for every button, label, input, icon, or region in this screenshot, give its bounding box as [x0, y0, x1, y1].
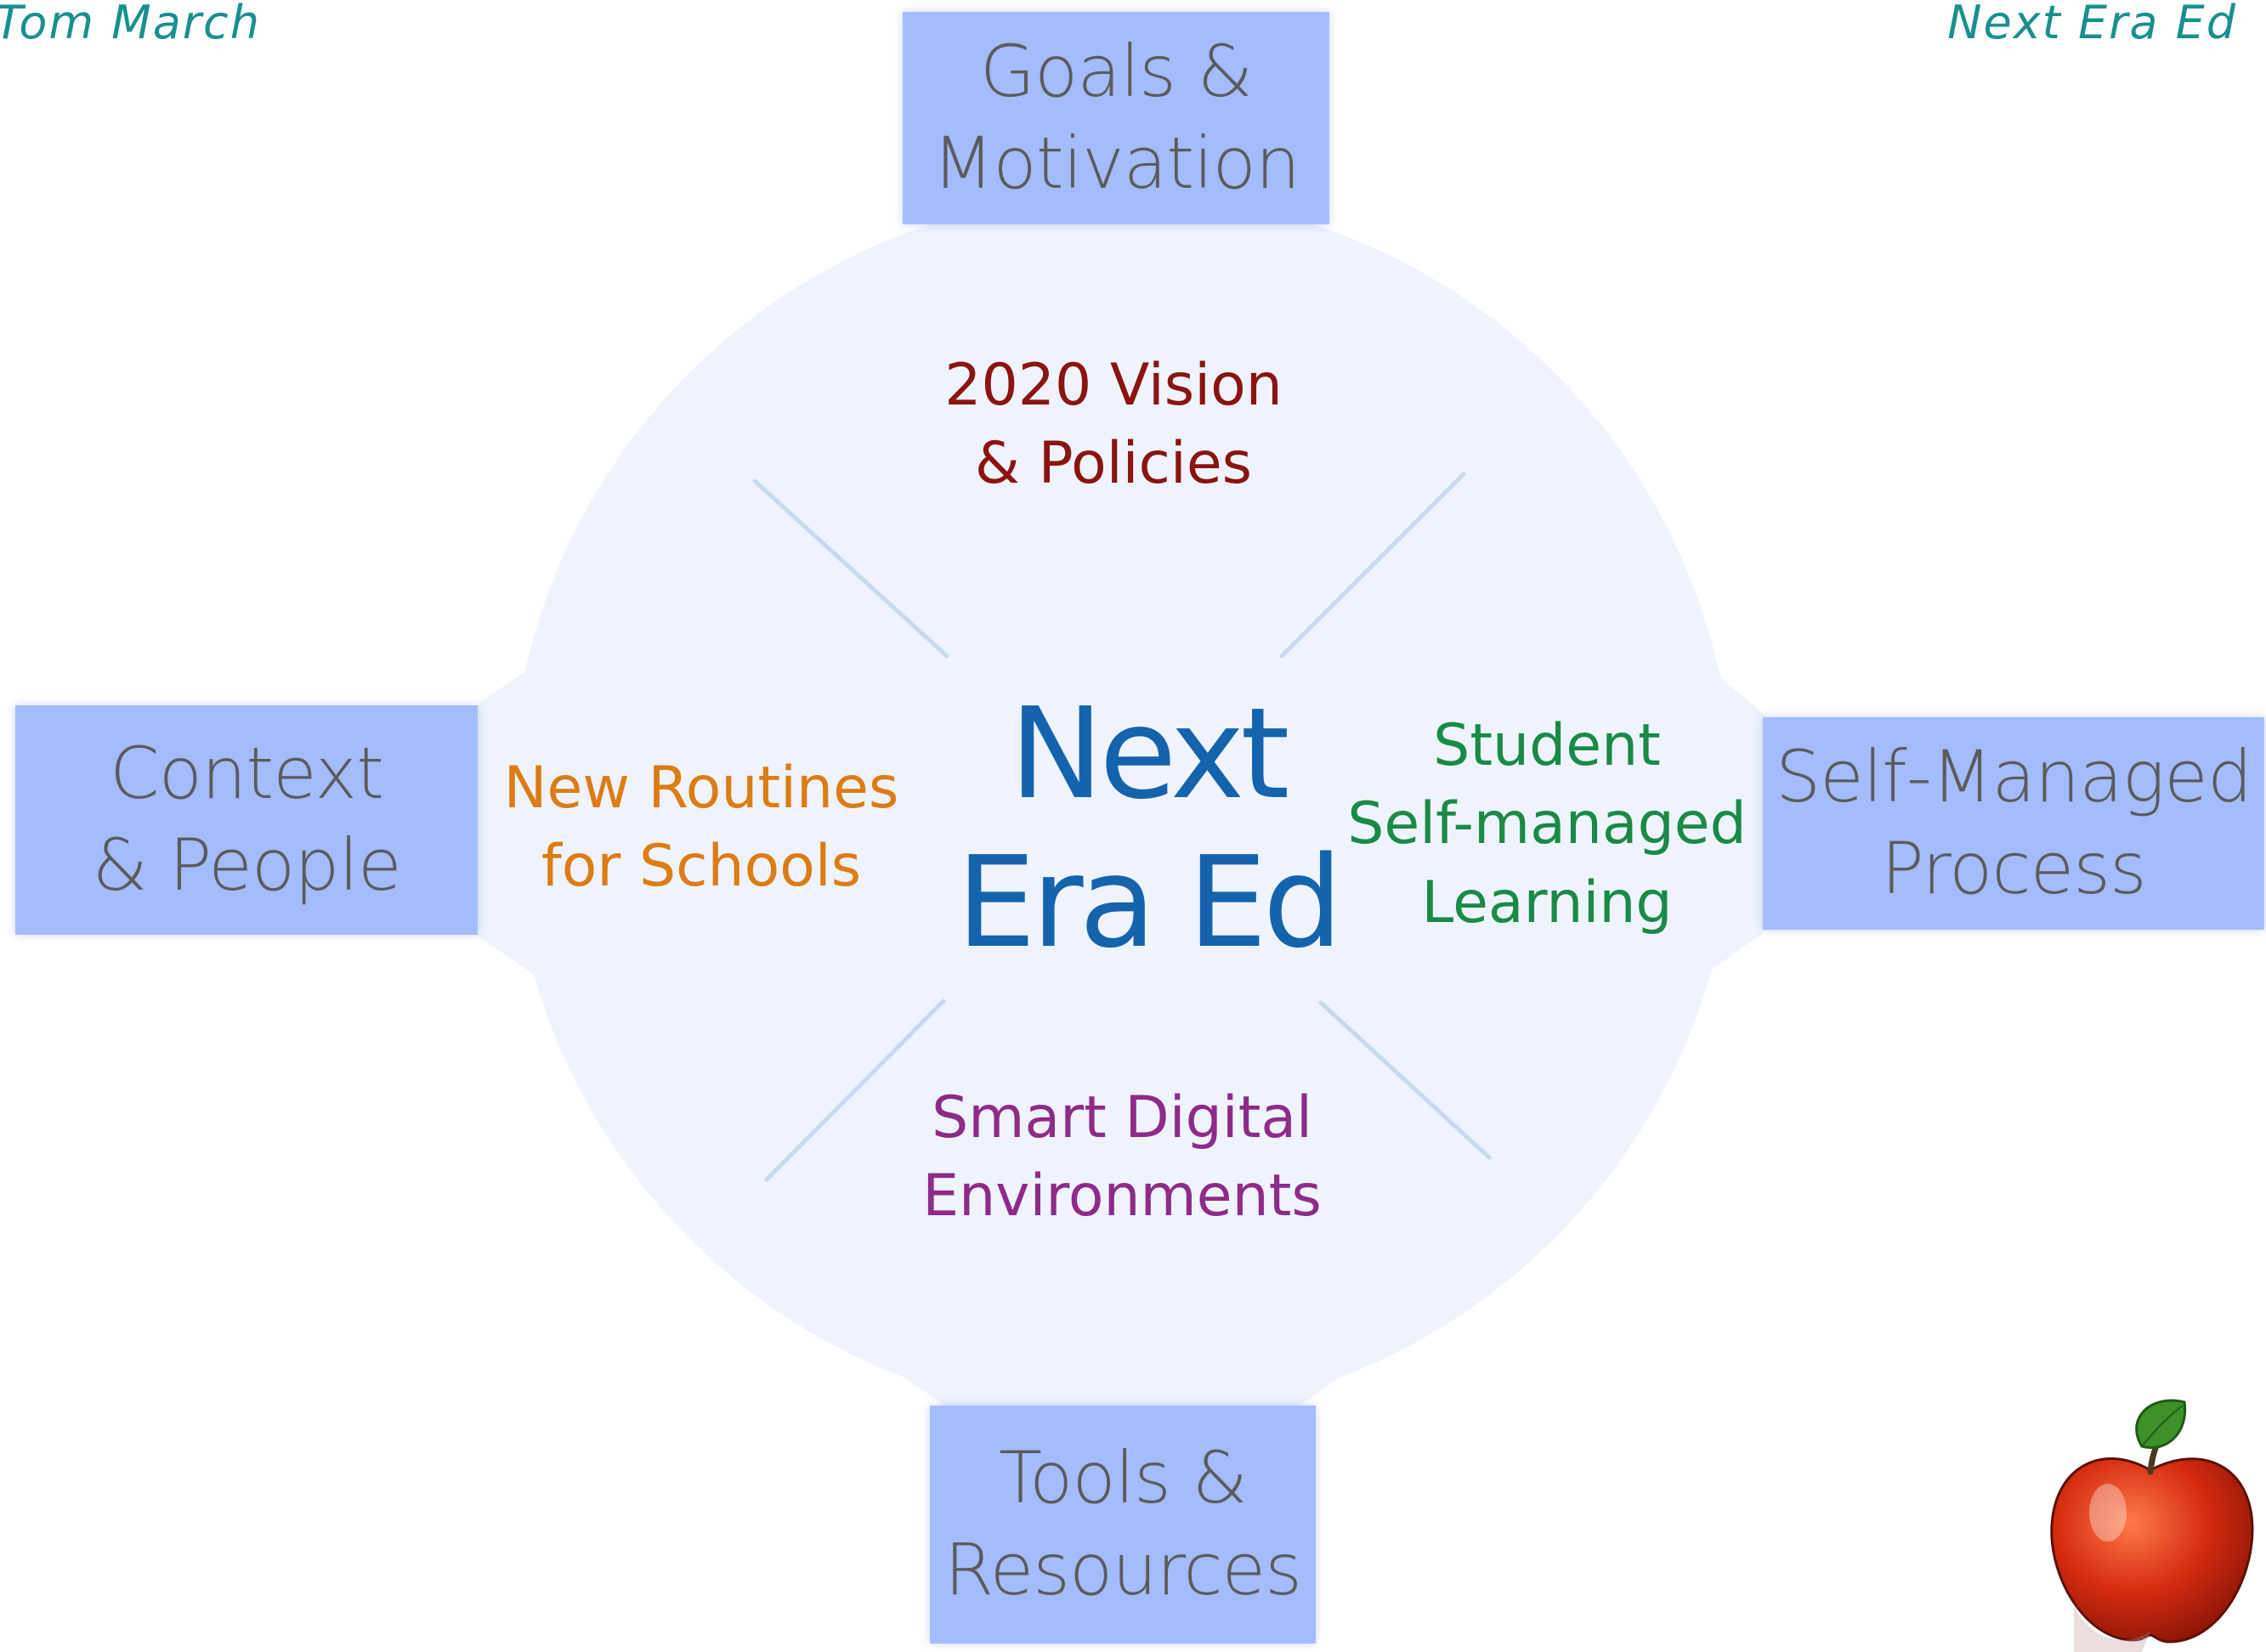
box-top-line2: Motivation	[932, 122, 1300, 205]
center-title-line2: Era Ed	[956, 829, 1343, 976]
goals-motivation-box: Goals & Motivation	[903, 12, 1329, 224]
label-top-line1: 2020 Vision	[944, 352, 1283, 419]
label-right-line1: Student	[1433, 712, 1661, 779]
box-top-line1: Goals &	[979, 30, 1253, 114]
label-bottom-line2: Environments	[922, 1163, 1322, 1231]
tools-resources-box: Tools & Resources	[930, 1406, 1316, 1644]
title-header: Next Era Ed	[1947, 0, 2237, 49]
student-learning-label: Student Self-managed Learning	[1326, 707, 1768, 942]
vision-policies-label: 2020 Vision & Policies	[858, 347, 1368, 504]
box-bottom-line2: Resources	[944, 1528, 1302, 1611]
context-people-box: Context & People	[15, 705, 478, 935]
divider-line-top-right	[1279, 472, 1466, 659]
self-managed-process-box: Self-Managed Process	[1763, 717, 2264, 930]
label-left-line2: for Schools	[541, 833, 862, 901]
box-left-line2: & People	[92, 823, 401, 907]
label-right-line3: Learning	[1421, 868, 1673, 936]
label-top-line2: & Policies	[974, 430, 1253, 498]
box-right-line2: Process	[1881, 827, 2147, 910]
author-header: Tom March	[0, 0, 261, 49]
center-title-line1: Next	[1009, 681, 1290, 827]
central-circle	[476, 194, 1768, 1417]
box-bottom-line1: Tools &	[998, 1436, 1248, 1520]
smart-digital-label: Smart Digital Environments	[867, 1079, 1377, 1236]
divider-line-bottom-right	[1318, 1000, 1492, 1160]
center-title: Next Era Ed	[935, 680, 1360, 976]
label-left-line1: New Routines	[503, 755, 899, 822]
box-right-line1: Self-Managed	[1775, 735, 2252, 819]
box-left-line1: Context	[109, 732, 384, 816]
apple-icon	[2050, 1399, 2254, 1652]
divider-line-bottom-left	[764, 999, 946, 1182]
label-right-line2: Self-managed	[1347, 790, 1747, 858]
divider-line-top-left	[752, 478, 949, 659]
new-routines-label: New Routines for Schools	[459, 750, 943, 907]
label-bottom-line1: Smart Digital	[932, 1084, 1312, 1151]
divider-lines	[752, 472, 1492, 1182]
